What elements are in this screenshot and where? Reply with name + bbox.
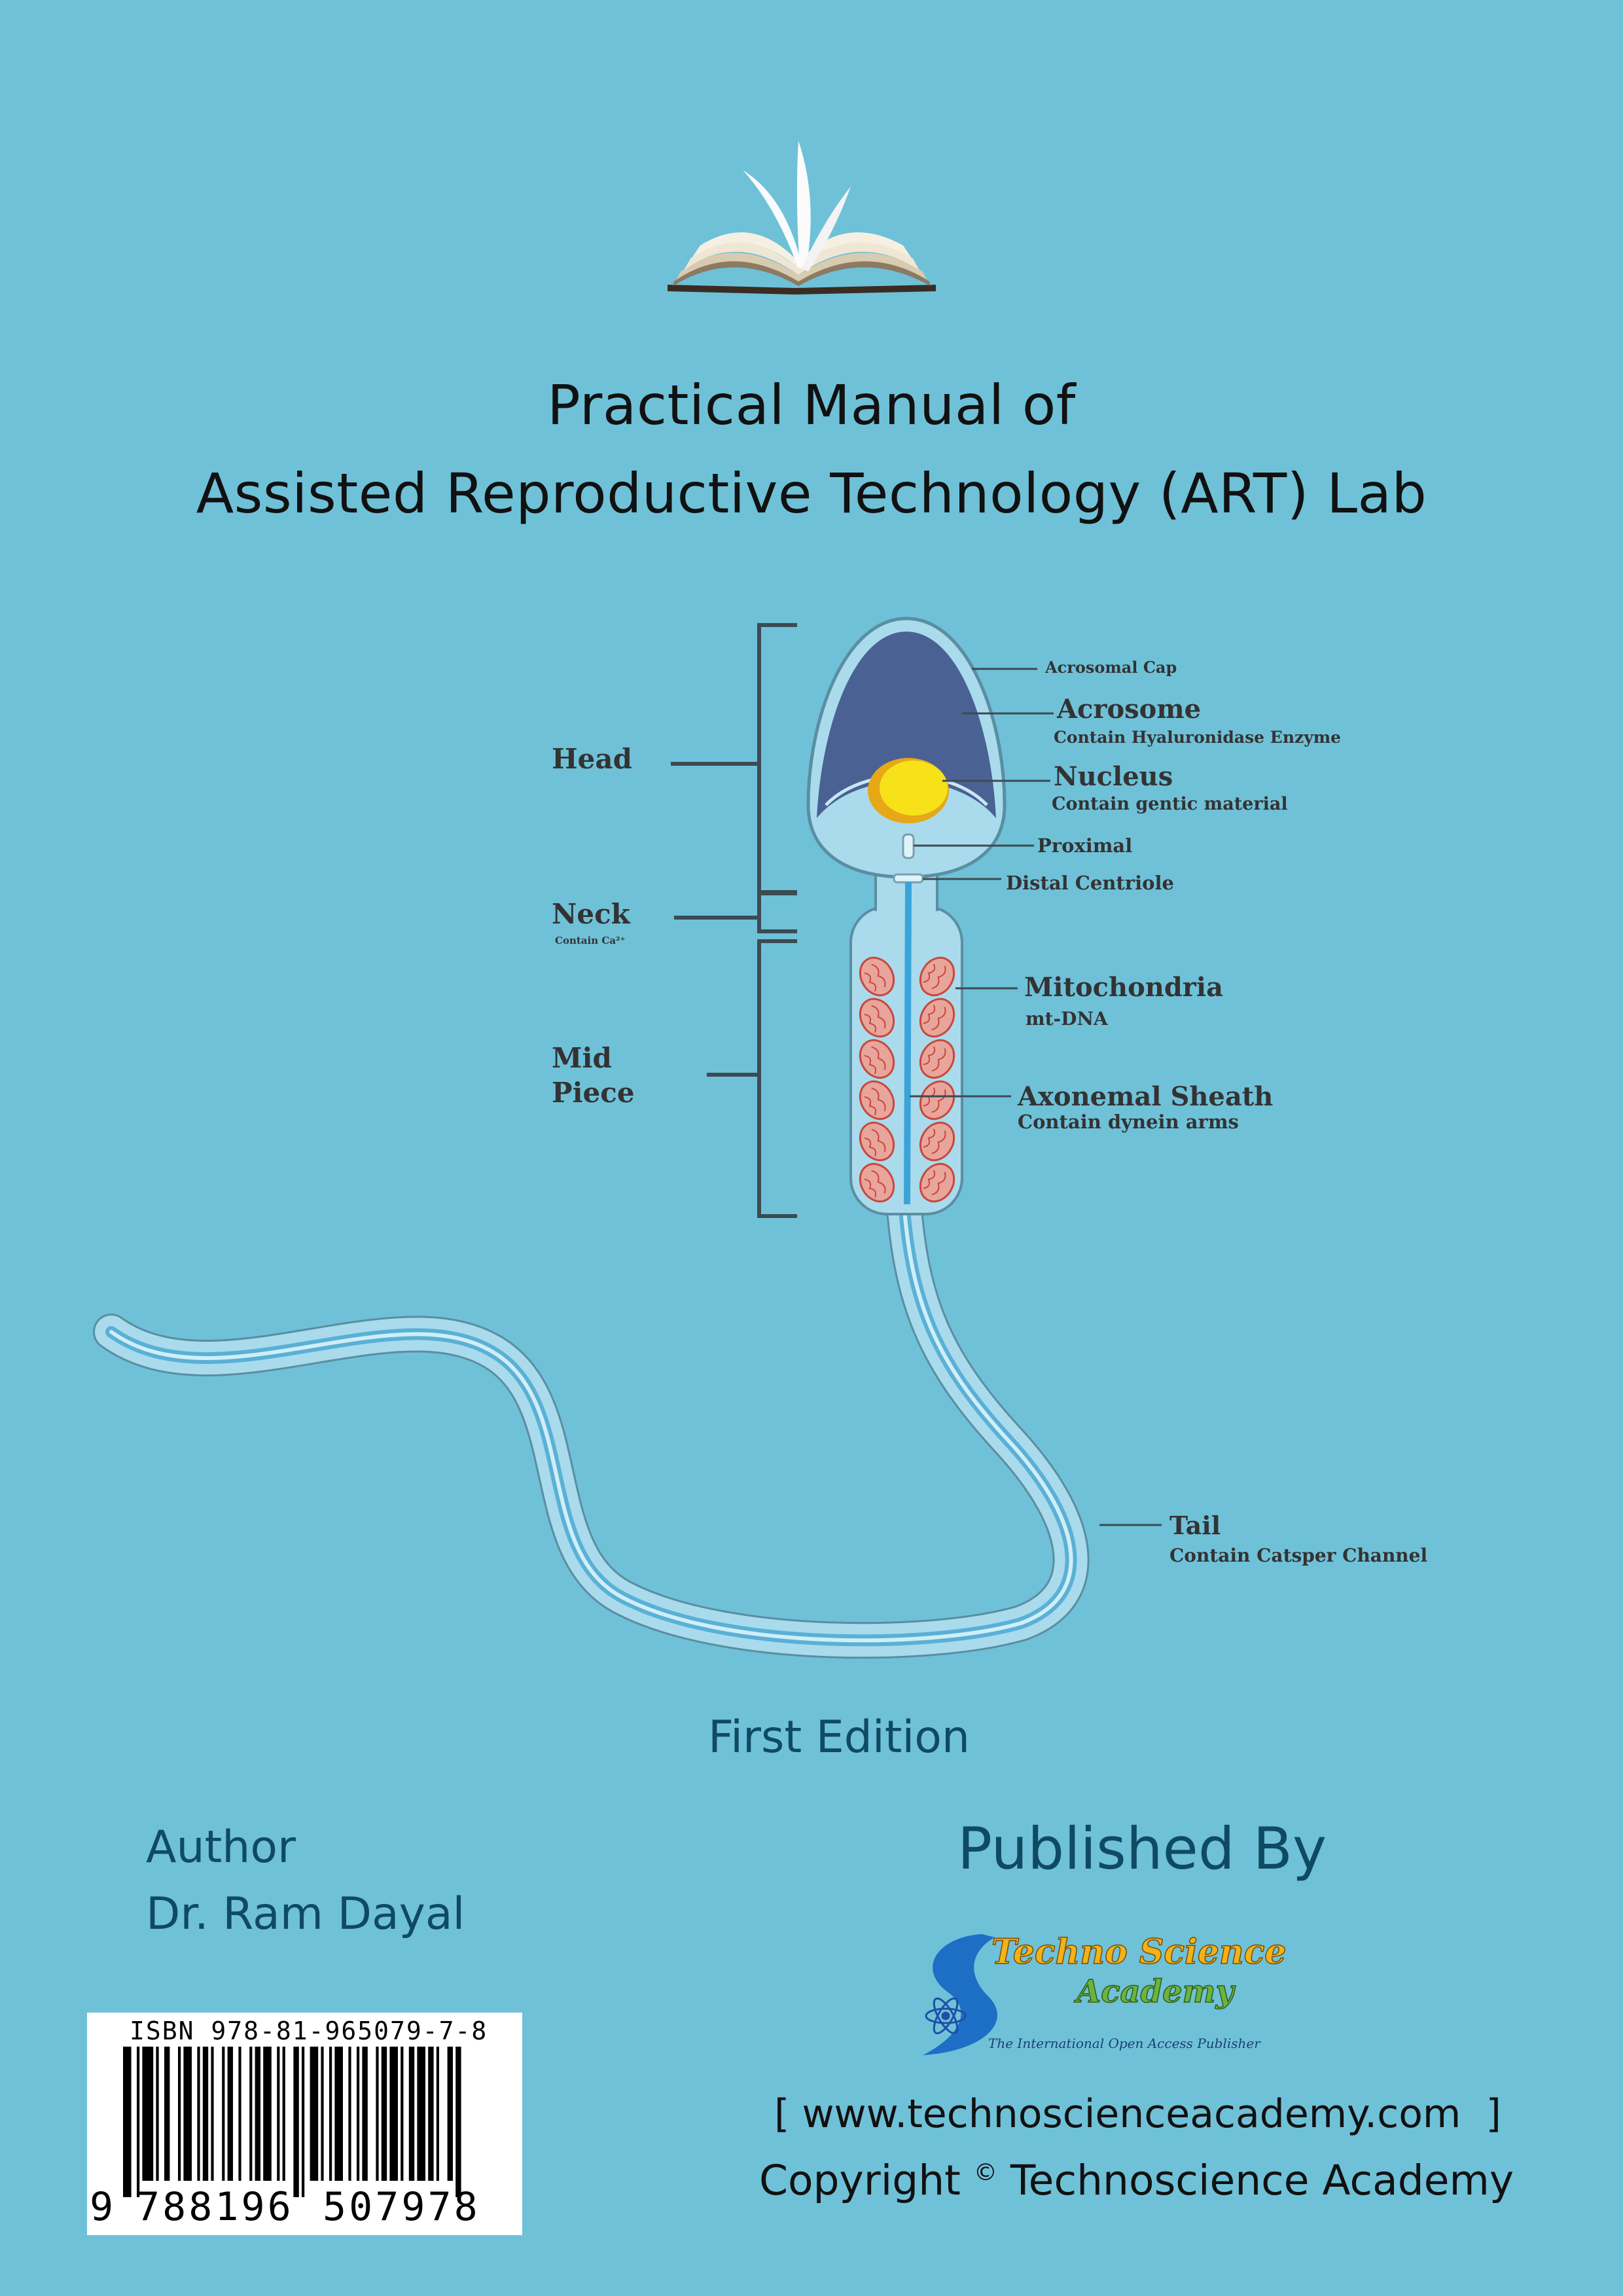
barcode-bar: [389, 2047, 398, 2181]
label-proximal: Proximal: [1037, 834, 1133, 857]
barcode-bar: [302, 2047, 305, 2197]
label-nucleus: Nucleus: [1054, 761, 1173, 792]
isbn-digits-right: 507978: [323, 2184, 480, 2230]
isbn-text: ISBN 978-81-965079-7-8: [130, 2017, 488, 2045]
barcode-bar: [263, 2047, 272, 2181]
barcode-bar: [164, 2047, 170, 2181]
label-piece: Piece: [552, 1077, 635, 1109]
author-label: Author: [146, 1821, 296, 1873]
published-by: Published By: [957, 1815, 1327, 1882]
label-mid: Mid: [552, 1042, 612, 1074]
barcode-bar: [362, 2047, 368, 2181]
barcode-bar: [428, 2047, 434, 2181]
barcode-bar: [329, 2047, 332, 2181]
barcode-bar: [334, 2047, 343, 2181]
barcode-bar: [255, 2047, 260, 2181]
head-bracket: [757, 623, 797, 894]
barcode-bar: [310, 2047, 319, 2181]
isbn-digit-first: 9: [90, 2184, 114, 2230]
barcode-bar: [238, 2047, 241, 2181]
barcode-bar: [202, 2047, 209, 2181]
barcode-bar: [348, 2047, 351, 2181]
label-axonemal-sub: Contain dynein arms: [1018, 1111, 1239, 1133]
label-mito-sub: mt-DNA: [1026, 1008, 1108, 1030]
label-neck: Neck: [552, 898, 630, 930]
title-line-2: Assisted Reproductive Technology (ART) L…: [196, 461, 1427, 526]
label-acrosome: Acrosome: [1057, 694, 1202, 725]
barcode-bar: [156, 2047, 159, 2181]
atom-icon: [925, 1997, 967, 2035]
barcode-bar: [123, 2047, 132, 2197]
isbn-barcode: ISBN 978-81-965079-7-8 9 788196 507978: [87, 2013, 522, 2235]
barcode-bar: [249, 2047, 253, 2181]
title-line-1: Practical Manual of: [547, 373, 1076, 437]
author-name: Dr. Ram Dayal: [146, 1888, 465, 1940]
barcode-bars: [123, 2047, 461, 2197]
barcode-bar: [282, 2047, 285, 2181]
barcode-bar: [417, 2047, 425, 2181]
acrosome-shape: [817, 632, 996, 818]
logo-text-line2: Academy: [1076, 1973, 1234, 2011]
barcode-bar: [357, 2047, 360, 2181]
label-tail-sub: Contain Catsper Channel: [1169, 1545, 1428, 1566]
label-neck-sub: Contain Ca²⁺: [555, 935, 626, 946]
barcode-bar: [183, 2047, 192, 2181]
logo-tagline: The International Open Access Publisher: [988, 2036, 1260, 2051]
barcode-bar: [408, 2047, 415, 2181]
barcode-bar: [277, 2047, 280, 2181]
barcode-bar: [142, 2047, 154, 2181]
copyright-holder: Technoscience Academy: [1010, 2157, 1514, 2204]
barcode-bar: [211, 2047, 214, 2181]
label-head: Head: [552, 743, 632, 775]
barcode-bar: [197, 2047, 200, 2181]
mitochondria-group: [859, 956, 955, 1203]
barcode-bar: [455, 2047, 461, 2197]
label-acrosome-sub: Contain Hyaluronidase Enzyme: [1054, 728, 1342, 747]
copyright-word: Copyright: [759, 2157, 961, 2204]
barcode-bar: [381, 2047, 387, 2181]
barcode-bar: [178, 2047, 181, 2181]
barcode-bar: [137, 2047, 140, 2197]
label-distal-centriole: Distal Centriole: [1006, 872, 1174, 894]
label-axonemal-sheath: Axonemal Sheath: [1018, 1081, 1274, 1112]
label-mitochondria: Mitochondria: [1024, 972, 1223, 1003]
copyright-symbol: ©: [973, 2159, 997, 2186]
barcode-bar: [222, 2047, 225, 2181]
open-book-icon: [668, 141, 936, 295]
website-link[interactable]: [ www.technoscienceacademy.com ]: [774, 2091, 1501, 2137]
barcode-bar: [293, 2047, 299, 2197]
proximal-centriole: [902, 833, 915, 859]
barcode-bar: [436, 2047, 439, 2181]
distal-centriole: [893, 873, 924, 884]
isbn-digits-left: 788196: [136, 2184, 294, 2230]
barcode-bar: [227, 2047, 233, 2181]
barcode-bar: [376, 2047, 379, 2181]
publisher-logo: Techno Science Academy The International…: [910, 1931, 1289, 2062]
label-tail: Tail: [1169, 1511, 1221, 1540]
edition: First Edition: [708, 1712, 970, 1763]
midpiece-bracket: [757, 939, 797, 1218]
neck-bracket: [757, 891, 797, 933]
label-acrosomal-cap: Acrosomal Cap: [1045, 658, 1177, 677]
logo-text-line1: Techno Science: [991, 1931, 1287, 1973]
label-nucleus-sub: Contain gentic material: [1052, 794, 1288, 814]
copyright-line: Copyright © Technoscience Academy: [759, 2157, 1514, 2204]
barcode-bar: [321, 2047, 324, 2181]
barcode-bar: [447, 2047, 453, 2181]
barcode-bar: [401, 2047, 404, 2181]
